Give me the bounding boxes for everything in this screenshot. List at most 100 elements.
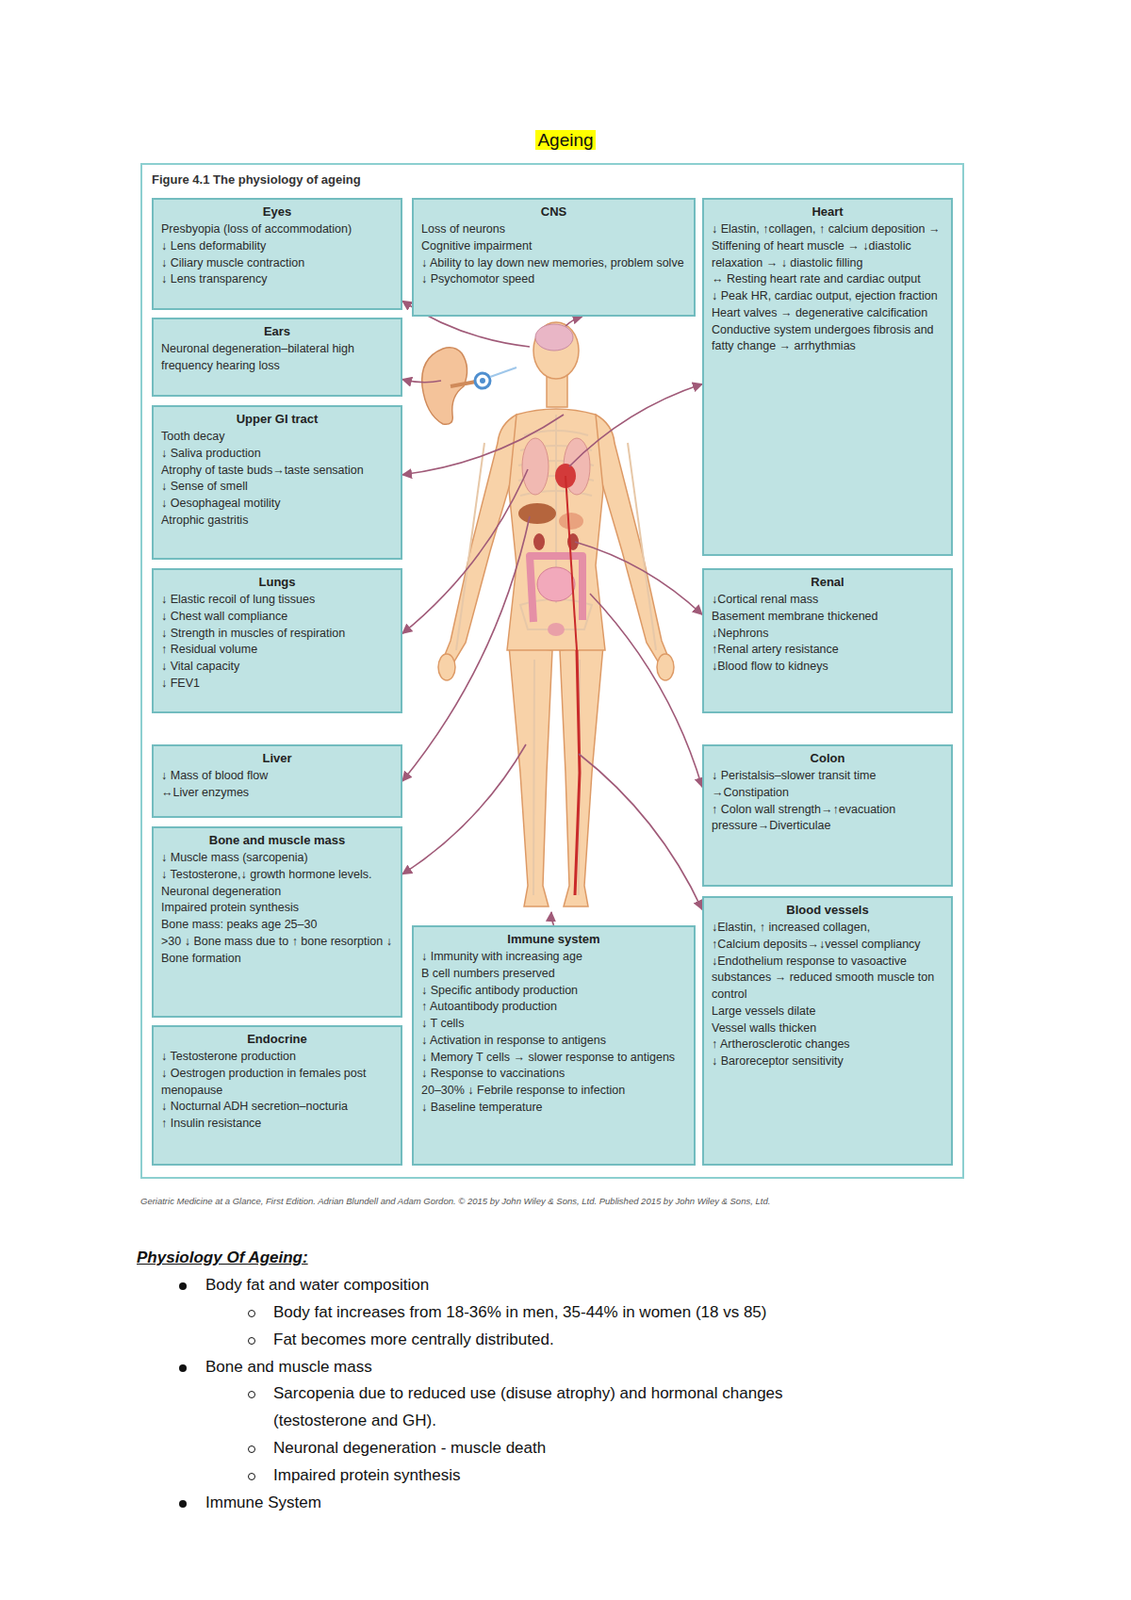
box-item: ↓ Muscle mass (sarcopenia): [161, 850, 394, 868]
leader-arrow: [551, 912, 555, 926]
leader-arrow: [402, 469, 528, 634]
box-item: Presbyopia (loss of accommodation): [161, 221, 394, 239]
leader-arrow: [402, 516, 530, 782]
box-item: ↓ Ability to lay down new memories, prob…: [421, 255, 687, 273]
box-item: Conductive system undergoes fibrosis and…: [711, 322, 944, 357]
bullet-text: Sarcopenia due to reduced use (disuse at…: [273, 1380, 877, 1436]
box-item: Large vessels dilate: [711, 1003, 944, 1021]
leader-arrow: [402, 379, 442, 383]
box-item: ↓ Sense of smell: [161, 478, 394, 496]
box-item: ↓ Saliva production: [161, 445, 394, 463]
box-heading: Ears: [161, 324, 394, 339]
box-item: Loss of neurons: [421, 221, 687, 239]
box-item: ↑ Colon wall strength→↑evacuation pressu…: [711, 802, 944, 836]
box-heading: Eyes: [161, 204, 394, 219]
box-item: ↔ Resting heart rate and cardiac output: [711, 271, 944, 289]
page-title-row: Ageing: [0, 130, 1131, 151]
bullet-text: Body fat increases from 18-36% in men, 3…: [273, 1299, 877, 1328]
box-heading: Colon: [711, 751, 944, 766]
organ-box: CNSLoss of neuronsCognitive impairment↓ …: [411, 197, 696, 317]
leader-arrow: [565, 316, 583, 327]
box-item: ↓Blood flow to kidneys: [711, 658, 944, 676]
box-item: ↓ Elastin, ↑collagen, ↑ calcium depositi…: [711, 221, 944, 272]
box-item: ↓ Elastic recoil of lung tissues: [161, 591, 394, 609]
bullet-text: Body fat and water composition: [205, 1272, 941, 1300]
bullet-circle: [247, 1445, 256, 1454]
box-item: ↓ Mass of blood flow: [161, 768, 394, 786]
organ-box: EarsNeuronal degeneration–bilateral high…: [151, 317, 403, 397]
box-item: 20–30% ↓ Febrile response to infection: [421, 1082, 687, 1100]
box-item: Bone mass: peaks age 25–30: [161, 917, 394, 935]
box-item: ↓ Oestrogen production in females post m…: [161, 1065, 394, 1100]
bullet-dot: [179, 1364, 187, 1373]
box-item: Heart valves → degenerative calcificatio…: [711, 305, 944, 323]
box-heading: Heart: [711, 204, 944, 219]
box-heading: Endocrine: [161, 1032, 394, 1047]
box-item: ↓ Activation in response to antigens: [421, 1032, 687, 1050]
box-heading: Bone and muscle mass: [161, 833, 394, 848]
organ-box: Upper GI tractTooth decay↓ Saliva produc…: [151, 405, 403, 560]
box-item: ↑ Residual volume: [161, 641, 394, 659]
box-item: ↓ Psychomotor speed: [421, 271, 687, 289]
box-item: ↑Calcium deposits→↓vessel compliancy: [711, 936, 944, 954]
bullet-text: Immune System: [205, 1490, 941, 1518]
box-item: Atrophy of taste buds→taste sensation: [161, 462, 394, 480]
box-item: ↓ Response to vaccinations: [421, 1065, 687, 1083]
bullet-circle: [247, 1337, 256, 1345]
box-item: ↓ Oesophageal motility: [161, 495, 394, 513]
box-item: ↑ Artherosclerotic changes: [711, 1036, 944, 1054]
leader-arrow: [578, 754, 703, 910]
organ-box: Endocrine ↓ Testosterone production↓ Oest…: [151, 1025, 403, 1166]
box-item: ↓ Peristalsis–slower transit time →Const…: [711, 768, 944, 803]
box-item: >30 ↓ Bone mass due to ↑ bone resorption…: [161, 934, 394, 968]
box-item: Basement membrane thickened: [711, 608, 944, 626]
box-item: ↑ Autoantibody production: [421, 999, 687, 1017]
organ-box: Immune system ↓ Immunity with increasing …: [411, 925, 696, 1166]
box-item: ↓Cortical renal mass: [711, 591, 944, 609]
bullet-text: Bone and muscle mass: [205, 1354, 941, 1382]
organ-box: Bone and muscle mass ↓ Muscle mass (sarco…: [151, 826, 403, 1018]
organ-box: Heart ↓ Elastin, ↑collagen, ↑ calcium dep…: [702, 197, 953, 557]
leader-arrow: [569, 384, 703, 467]
bullet-dot: [179, 1282, 187, 1291]
bullet-circle: [247, 1473, 256, 1481]
box-item: ↓ Testosterone,↓ growth hormone levels.: [161, 867, 394, 885]
box-item: ↓ Ciliary muscle contraction: [161, 255, 394, 273]
box-item: ↓ Lens deformability: [161, 238, 394, 256]
box-item: Neuronal degeneration: [161, 884, 394, 902]
box-item: ↓ FEV1: [161, 675, 394, 693]
box-item: ↓Endothelium response to vasoactive subs…: [711, 953, 944, 1004]
bullet-text: Impaired protein synthesis: [273, 1462, 877, 1491]
organ-box: Colon ↓ Peristalsis–slower transit time →…: [702, 744, 953, 887]
box-item: ↓ Peak HR, cardiac output, ejection frac…: [711, 288, 944, 306]
box-heading: Immune system: [421, 932, 687, 947]
figure-heading: Figure 4.1 The physiology of ageing: [151, 172, 361, 187]
figure-credit: Geriatric Medicine at a Glance, First Ed…: [140, 1196, 965, 1207]
bullet-circle: [247, 1391, 256, 1399]
box-item: ↓ Baroreceptor sensitivity: [711, 1053, 944, 1071]
box-item: Cognitive impairment: [421, 238, 687, 256]
box-item: ↑Renal artery resistance: [711, 641, 944, 659]
box-item: ↑ Insulin resistance: [161, 1115, 394, 1133]
box-heading: Blood vessels: [711, 902, 944, 918]
box-item: ↓ Immunity with increasing age: [421, 949, 687, 967]
box-heading: Upper GI tract: [161, 411, 394, 427]
box-item: Tooth decay: [161, 428, 394, 446]
bullet-text: Fat becomes more centrally distributed.: [273, 1327, 877, 1355]
notes-heading: Physiology Of Ageing:: [136, 1245, 1080, 1273]
box-item: ↓Elastin, ↑ increased collagen,: [711, 919, 944, 937]
bullet-dot: [179, 1500, 187, 1508]
box-item: Neuronal degeneration–bilateral high fre…: [161, 341, 394, 376]
bullet-text: Neuronal degeneration - muscle death: [273, 1435, 877, 1463]
box-heading: Renal: [711, 574, 944, 590]
box-item: ↓ Testosterone production: [161, 1049, 394, 1066]
figure-frame: Figure 4.1 The physiology of ageingEyesP…: [140, 163, 965, 1180]
leader-arrow: [402, 414, 564, 476]
box-item: B cell numbers preserved: [421, 966, 687, 984]
organ-box: Blood vessels↓Elastin, ↑ increased colla…: [702, 896, 953, 1166]
leader-arrow: [590, 593, 703, 787]
box-heading: Lungs: [161, 574, 394, 590]
box-heading: Liver: [161, 751, 394, 766]
page-title: Ageing: [535, 130, 595, 150]
box-item: ↓ Memory T cells → slower response to an…: [421, 1049, 687, 1067]
